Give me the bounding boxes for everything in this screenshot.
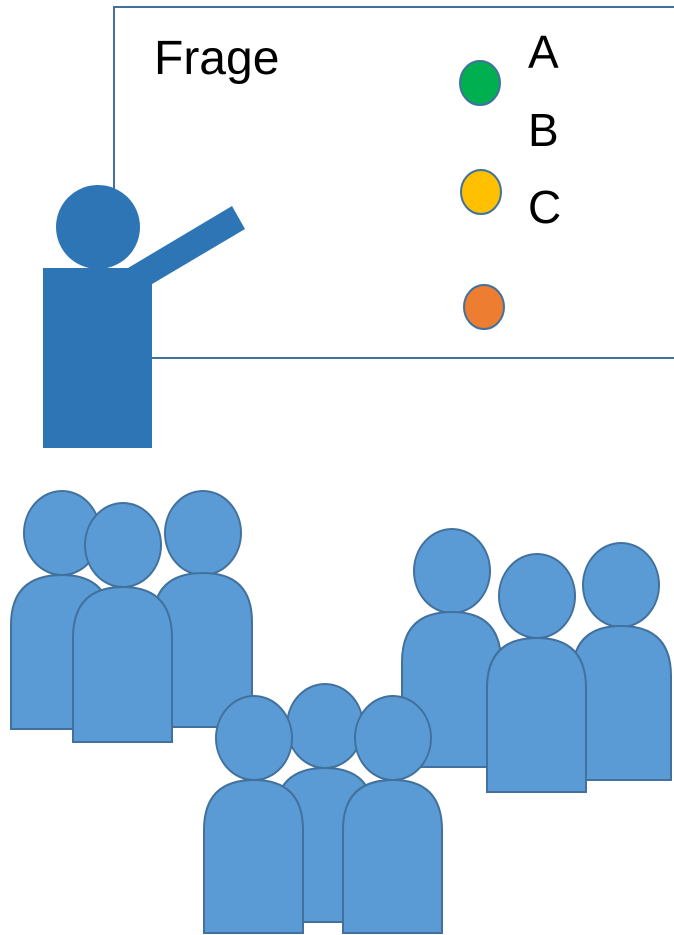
person-head xyxy=(85,503,161,587)
person-head xyxy=(414,529,490,613)
person-head xyxy=(287,684,363,768)
teacher-figure xyxy=(43,185,245,448)
person-head xyxy=(355,696,431,780)
answer-label-a: A xyxy=(528,26,559,78)
person-body xyxy=(204,780,303,933)
audience-group-right xyxy=(402,529,671,792)
person-head xyxy=(216,696,292,780)
person-head xyxy=(583,543,659,627)
audience-group-left xyxy=(11,491,252,742)
question-label: Frage xyxy=(154,32,279,85)
person-body xyxy=(73,587,172,742)
answer-dot-orange xyxy=(464,285,504,329)
person-head xyxy=(499,554,575,638)
answer-label-b: B xyxy=(528,104,559,156)
person-body xyxy=(487,638,586,792)
answer-label-c: C xyxy=(528,181,561,233)
person-body xyxy=(343,780,442,933)
answer-dot-green xyxy=(460,61,500,105)
teacher-head xyxy=(56,185,140,269)
audience-group-bottom xyxy=(204,684,442,933)
whiteboard: Frage A B C xyxy=(114,7,674,358)
person-head xyxy=(165,491,241,575)
answer-dot-yellow xyxy=(461,170,501,214)
teacher-body xyxy=(43,268,152,448)
